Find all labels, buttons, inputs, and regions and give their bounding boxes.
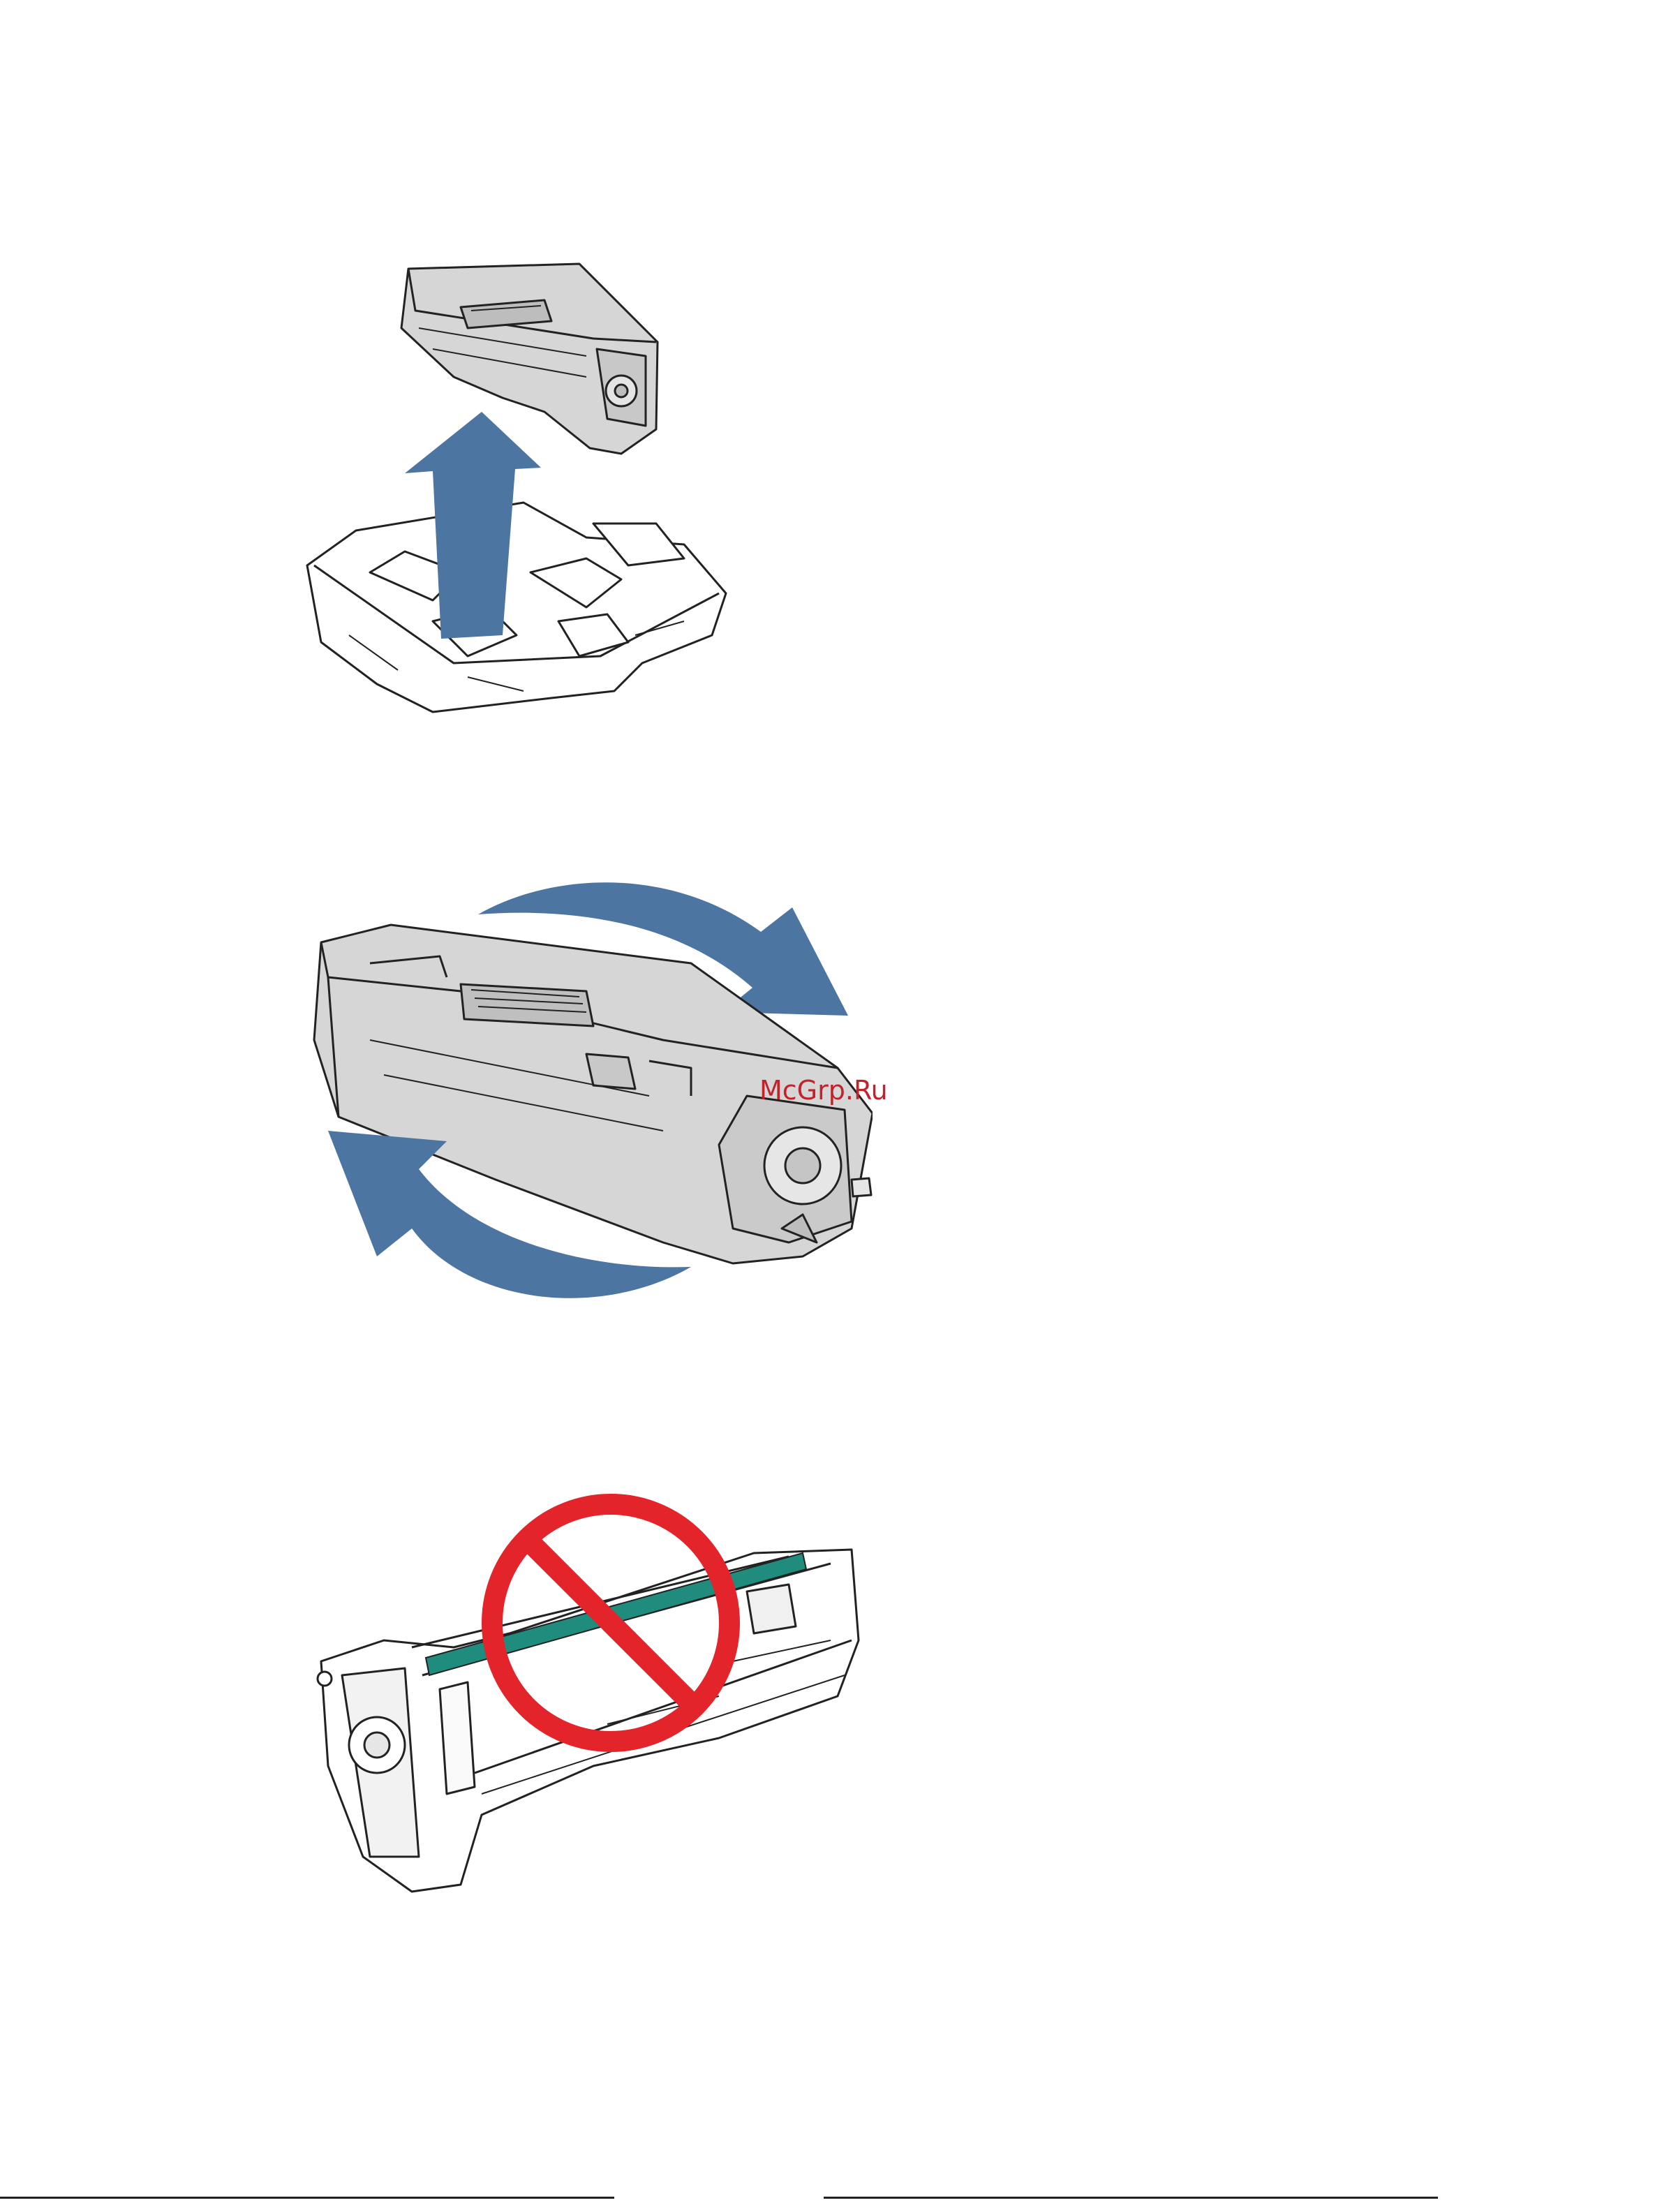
watermark-text: McGrp.Ru xyxy=(759,1075,888,1106)
figure-remove-from-packaging xyxy=(293,244,754,747)
drum-warning-illustration xyxy=(300,1466,886,1913)
figure-do-not-touch-drum xyxy=(300,1466,886,1913)
footer-rule-right xyxy=(824,2197,1438,2199)
packaging-illustration xyxy=(293,244,754,747)
footer-rule-left xyxy=(0,2197,614,2199)
figure-rock-cartridge: McGrp.Ru xyxy=(300,866,873,1319)
packaging-tray xyxy=(307,503,726,712)
cartridge-lifted xyxy=(401,264,658,454)
